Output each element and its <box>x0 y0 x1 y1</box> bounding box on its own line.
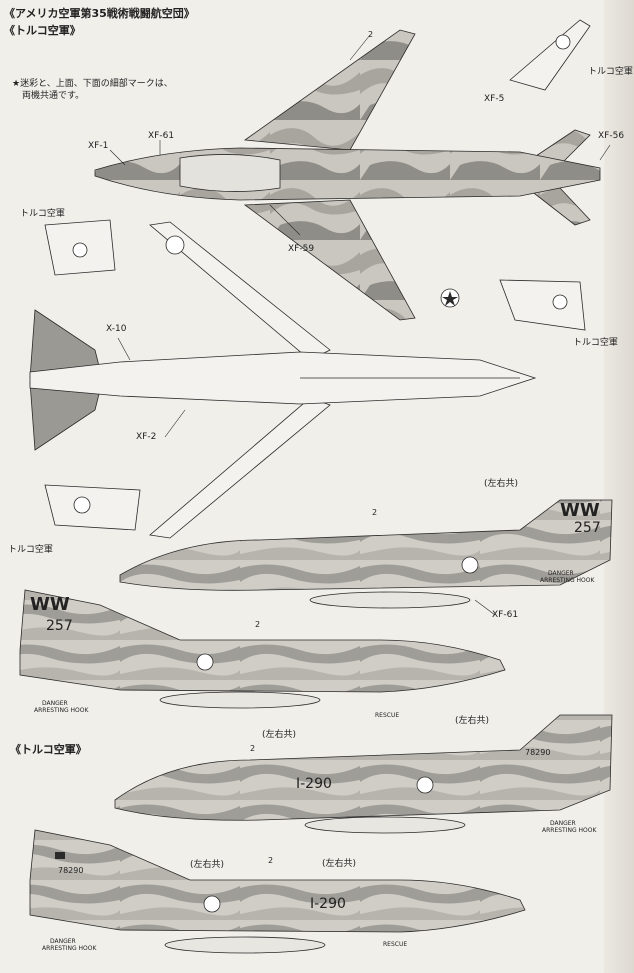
top-view-aircraft <box>94 29 601 321</box>
count-2-side3: 2 <box>250 744 256 753</box>
tail-number-turk-1: 78290 <box>525 748 551 757</box>
danger-2: DANGER <box>42 700 68 707</box>
tail-fin-us-left <box>44 484 141 531</box>
title-turk: 《トルコ空軍》 <box>4 24 81 37</box>
serial-turk-1: I-290 <box>296 776 332 792</box>
count-2-top: 2 <box>368 30 374 39</box>
code-xf56: XF-56 <box>598 131 625 141</box>
label-turk-af-1: トルコ空軍 <box>588 67 633 77</box>
tail-code-1: WW <box>560 500 600 521</box>
title-us: 《アメリカ空軍第35戦術戦闘航空団》 <box>4 7 195 20</box>
section-title-turk: 《トルコ空軍》 <box>10 743 87 756</box>
label-turk-af-3: トルコ空軍 <box>573 338 618 348</box>
code-xf61-top: XF-61 <box>148 131 175 141</box>
label-turk-af-4: トルコ空軍 <box>8 545 53 555</box>
both-sides-4: (左右共) <box>190 860 225 870</box>
side-profile-turk-1 <box>114 714 613 821</box>
side-profile-turk-2 <box>29 829 526 933</box>
label-turk-af-2: トルコ空軍 <box>20 209 65 219</box>
side-profile-us-1 <box>119 499 613 591</box>
code-xf59: XF-59 <box>288 244 315 254</box>
both-sides-3: (左右共) <box>455 716 490 726</box>
note-line-1: ★迷彩と、上面、下面の細部マークは、 <box>12 79 173 89</box>
tail-number-turk-2: 78290 <box>58 866 84 875</box>
rescue-1: RESCUE <box>375 712 400 719</box>
code-x10: X-10 <box>106 324 127 334</box>
arresting-3: ARRESTING HOOK <box>542 827 597 834</box>
tail-code-2: WW <box>30 594 70 615</box>
code-xf61-side: XF-61 <box>492 610 519 620</box>
arresting-2: ARRESTING HOOK <box>34 707 89 714</box>
danger-3: DANGER <box>550 820 576 827</box>
arresting-1: ARRESTING HOOK <box>540 577 595 584</box>
page-edge <box>604 0 634 973</box>
arresting-4: ARRESTING HOOK <box>42 945 97 952</box>
code-xf1: XF-1 <box>88 141 109 151</box>
rescue-2: RESCUE <box>383 941 408 948</box>
both-sides-5: (左右共) <box>322 859 357 869</box>
both-sides-1: (左右共) <box>484 479 519 489</box>
danger-1: DANGER <box>548 570 574 577</box>
code-xf5: XF-5 <box>484 94 505 104</box>
count-2-side2: 2 <box>255 620 261 629</box>
tail-fin-turk-left <box>44 219 116 276</box>
tail-fin-turk-top-right <box>509 19 591 91</box>
danger-4: DANGER <box>50 938 76 945</box>
side-profile-us-2 <box>19 589 506 693</box>
leader-lines <box>109 34 611 616</box>
serial-turk-2: I-290 <box>310 896 346 912</box>
count-2-side1: 2 <box>372 508 378 517</box>
external-tanks <box>159 591 471 954</box>
count-2-side4: 2 <box>268 856 274 865</box>
note-line-2: 両機共通です。 <box>22 91 85 101</box>
code-xf2: XF-2 <box>136 432 157 442</box>
serial-us-2: 257 <box>46 618 73 634</box>
tail-fin-turk-right <box>499 279 586 331</box>
bottom-view-aircraft <box>29 221 537 539</box>
serial-us-1: 257 <box>574 520 601 536</box>
both-sides-2: (左右共) <box>262 730 297 740</box>
